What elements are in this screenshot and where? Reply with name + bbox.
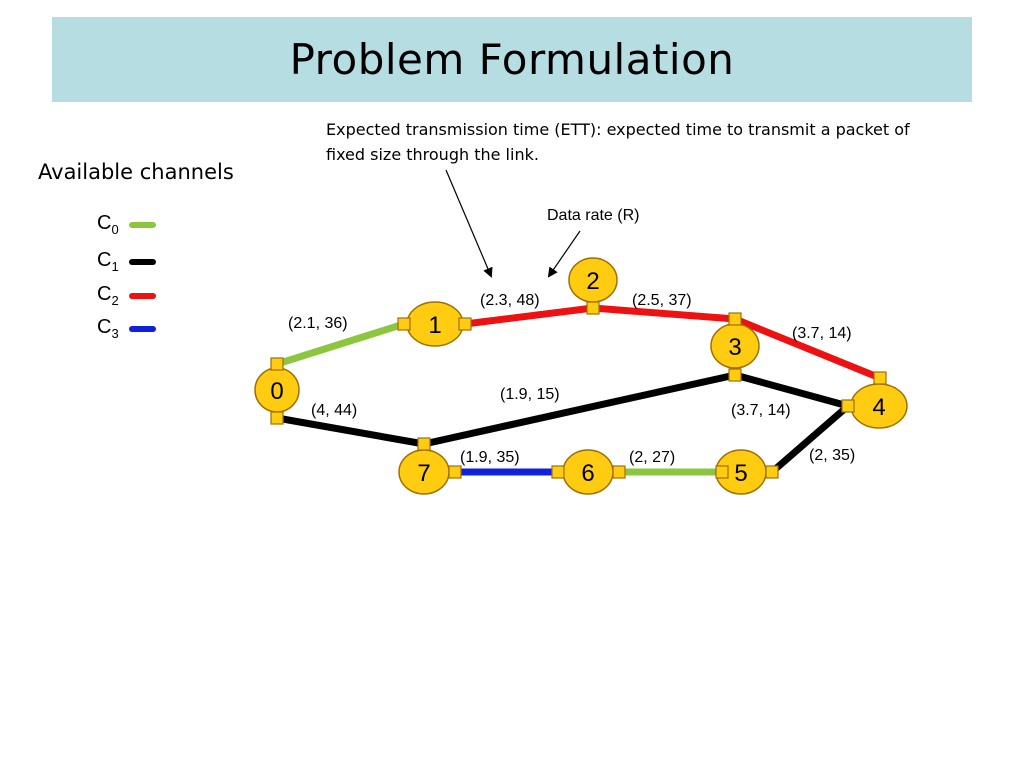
link-1-2 [464,304,594,328]
link-label-7-3: (1.9, 15) [500,386,560,403]
port-4-left [841,399,855,413]
link-2-3 [592,304,736,323]
node-6: 6 [562,449,614,495]
legend-swatch-c1 [129,259,156,265]
legend-swatch-c2 [129,293,156,299]
link-label-7-6: (1.9, 35) [460,449,520,466]
node-0: 0 [254,367,300,413]
link-5-4 [769,403,851,475]
port-0-bottom [270,411,284,425]
link-3-4-red [733,315,882,382]
link-label-1-2: (2.3, 48) [480,292,540,309]
port-1-left [397,317,411,331]
port-6-right [612,465,626,479]
legend-swatch-c3 [129,326,156,332]
link-0-1 [275,320,406,368]
link-label-6-5: (2, 27) [629,449,675,466]
data-rate-arrow [547,230,581,278]
node-5-label: 5 [734,460,747,487]
port-1-right [458,317,472,331]
link-label-0-7: (4, 44) [311,402,357,419]
node-4: 4 [850,383,908,429]
port-7-right [448,465,462,479]
node-3-label: 3 [728,334,741,361]
legend-heading: Available channels [38,160,234,184]
node-2-label: 2 [586,268,599,295]
link-label-5-4: (2, 35) [809,447,855,464]
legend-item-c0: C0 [97,212,177,237]
ett-annotation: Expected transmission time (ETT): expect… [326,120,910,164]
legend-label-c2: C2 [97,283,119,308]
link-label-3-4-black: (3.7, 14) [731,402,791,419]
link-0-7 [276,414,425,448]
legend-item-c2: C2 [97,283,177,308]
node-1-label: 1 [428,312,441,339]
port-4-top [873,371,887,385]
node-6-label: 6 [581,460,594,487]
legend-item-c3: C3 [97,316,177,341]
port-3-bottom [728,368,742,382]
legend-item-c1: C1 [97,249,177,274]
link-label-2-3: (2.5, 37) [632,292,692,309]
port-2-bottom [586,301,600,315]
legend-label-c3: C3 [97,316,119,341]
port-5-right [765,465,779,479]
port-0-top [270,357,284,371]
port-6-left [551,465,565,479]
node-7-label: 7 [417,460,430,487]
node-4-label: 4 [872,394,885,421]
legend-label-c1: C1 [97,249,119,274]
link-3-4-black [734,371,849,410]
port-5-left [715,465,729,479]
port-3-top [728,312,742,326]
link-7-3 [423,371,736,448]
port-7-top [417,437,431,451]
page-title: Problem Formulation [289,35,735,84]
node-7: 7 [398,449,450,495]
legend-swatch-c0 [129,222,156,228]
interface-ports [270,301,887,479]
node-1: 1 [406,301,464,347]
node-2: 2 [568,257,618,303]
data-rate-label: Data rate (R) [547,207,639,224]
title-bar: Problem Formulation [52,17,972,102]
ett-arrow [445,169,493,278]
legend-label-c0: C0 [97,212,119,237]
node-3: 3 [710,323,760,369]
node-0-label: 0 [270,378,283,405]
link-label-0-1: (2.1, 36) [288,315,348,332]
link-label-3-4-red: (3.7, 14) [792,325,852,342]
